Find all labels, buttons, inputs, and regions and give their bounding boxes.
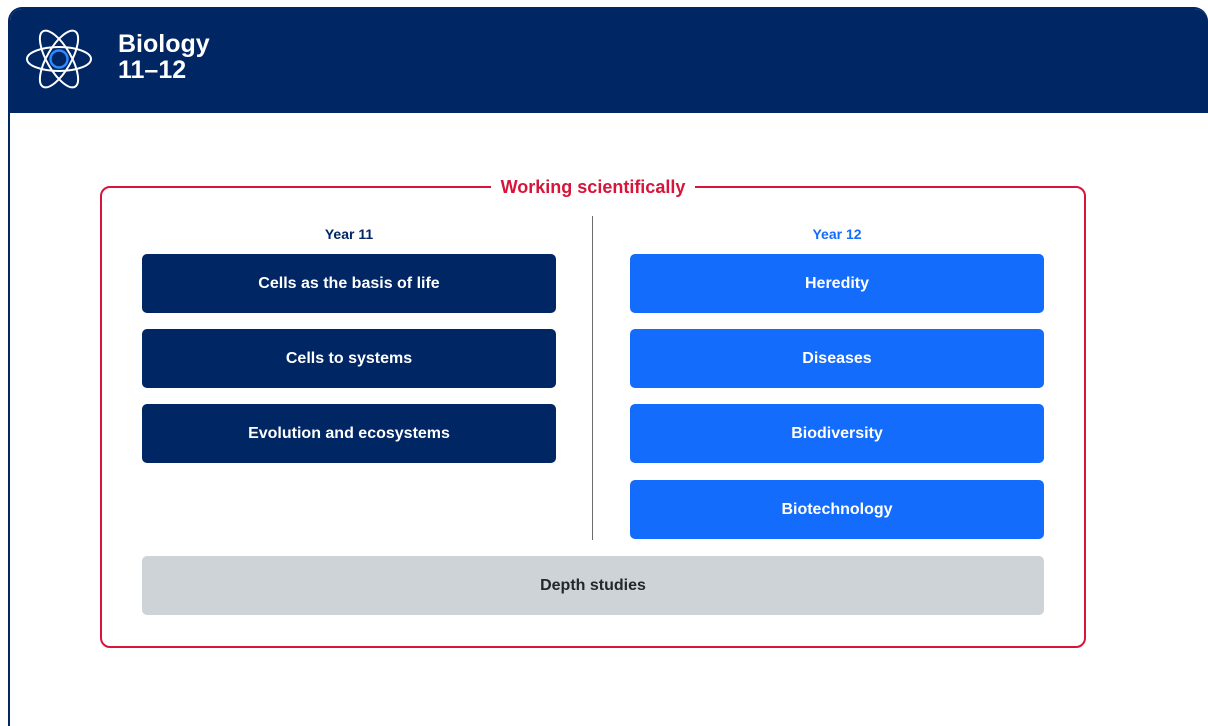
- working-scientifically-label: Working scientifically: [490, 177, 696, 197]
- module-diseases: Diseases: [630, 329, 1044, 388]
- page-title: Biology 11–12: [118, 31, 210, 83]
- title-stage: 11–12: [118, 56, 187, 84]
- depth-studies-bar: Depth studies: [142, 556, 1044, 615]
- working-scientifically-label-wrap: Working scientifically: [102, 175, 1084, 199]
- module-evolution-ecosystems: Evolution and ecosystems: [142, 404, 556, 463]
- module-cells-to-systems: Cells to systems: [142, 329, 556, 388]
- module-biodiversity: Biodiversity: [630, 404, 1044, 463]
- working-scientifically-frame: Working scientifically: [100, 177, 1086, 648]
- year-divider: [592, 216, 593, 540]
- header-bar: Biology 11–12: [10, 9, 1208, 113]
- year-11-heading: Year 11: [324, 226, 374, 242]
- atom-icon: [26, 29, 92, 89]
- module-heredity: Heredity: [630, 254, 1044, 313]
- year-12-heading: Year 12: [812, 226, 862, 242]
- module-cells-basis-of-life: Cells as the basis of life: [142, 254, 556, 313]
- title-subject: Biology: [118, 30, 210, 58]
- module-biotechnology: Biotechnology: [630, 480, 1044, 539]
